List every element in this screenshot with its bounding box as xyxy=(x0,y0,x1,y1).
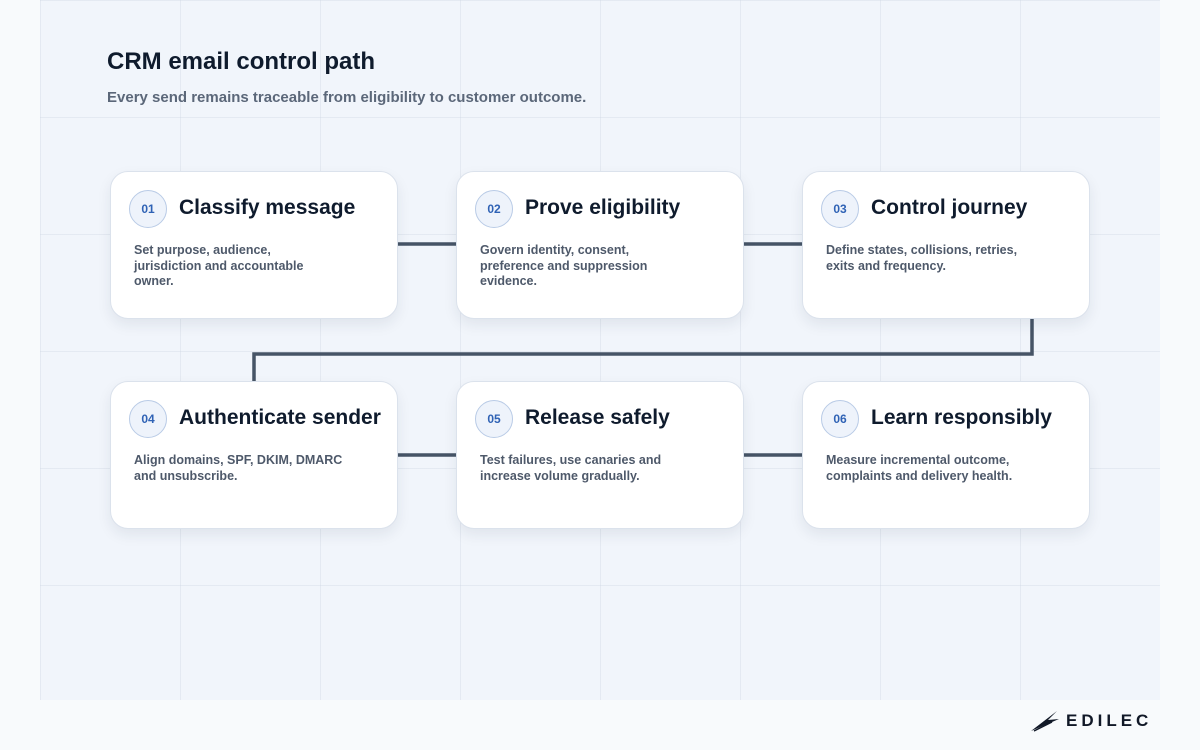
step-card-03: 03 Control journey Define states, collis… xyxy=(802,171,1090,319)
step-card-02: 02 Prove eligibility Govern identity, co… xyxy=(456,171,744,319)
step-card-05: 05 Release safely Test failures, use can… xyxy=(456,381,744,529)
page-subtitle: Every send remains traceable from eligib… xyxy=(107,89,587,106)
step-title: Release safely xyxy=(525,406,670,429)
step-number-badge: 01 xyxy=(129,190,167,228)
step-number-badge: 04 xyxy=(129,400,167,438)
step-number-badge: 03 xyxy=(821,190,859,228)
page-title: CRM email control path xyxy=(107,48,376,75)
background-panel xyxy=(40,0,1160,700)
step-title: Authenticate sender xyxy=(179,406,381,429)
step-card-04: 04 Authenticate sender Align domains, SP… xyxy=(110,381,398,529)
brand-logo: EDILEC xyxy=(1030,710,1152,732)
step-title: Prove eligibility xyxy=(525,196,681,219)
step-description: Measure incremental outcome, complaints … xyxy=(826,453,1013,483)
step-card-06: 06 Learn responsibly Measure incremental… xyxy=(802,381,1090,529)
brand-name: EDILEC xyxy=(1066,711,1153,730)
step-title: Learn responsibly xyxy=(871,406,1052,429)
step-description: Align domains, SPF, DKIM, DMARC and unsu… xyxy=(134,453,343,483)
connector-03-04 xyxy=(252,319,1034,381)
step-description: Govern identity, consent, preference and… xyxy=(480,243,648,288)
step-title: Control journey xyxy=(871,196,1028,219)
step-title: Classify message xyxy=(179,196,356,219)
step-card-01: 01 Classify message Set purpose, audienc… xyxy=(110,171,398,319)
step-description: Test failures, use canaries and increase… xyxy=(480,453,662,483)
logo-mark-icon xyxy=(1031,711,1059,732)
step-number-badge: 05 xyxy=(475,400,513,438)
step-number-badge: 06 xyxy=(821,400,859,438)
step-description: Define states, collisions, retries, exit… xyxy=(826,243,1018,273)
step-number-badge: 02 xyxy=(475,190,513,228)
step-description: Set purpose, audience, jurisdiction and … xyxy=(134,243,304,288)
